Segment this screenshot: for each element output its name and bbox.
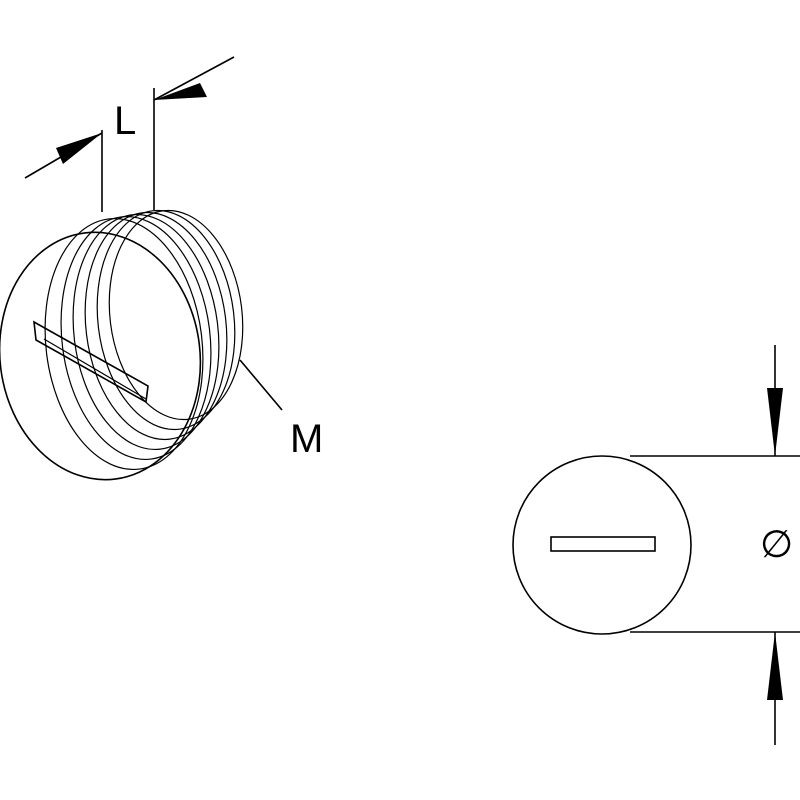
plug-slot <box>33 320 149 404</box>
plug-front-slot <box>550 536 656 552</box>
arrowhead-left <box>56 133 102 164</box>
length-label: L <box>114 99 136 143</box>
diameter-label: ∅ <box>760 522 793 566</box>
dimension-line-right <box>153 56 235 101</box>
arrowhead-bottom <box>767 632 783 700</box>
thread-rings <box>44 209 244 471</box>
dimension-diameter: ∅ <box>760 345 793 745</box>
plug-front-face <box>0 231 202 481</box>
plug-front-view: ∅ <box>512 345 800 745</box>
plug-slot-inner-edge <box>43 338 147 400</box>
thread-label: M <box>290 417 323 461</box>
dimension-thread: M <box>239 359 323 461</box>
plug-perspective-view: L M <box>0 56 323 481</box>
dimension-length: L <box>24 56 235 212</box>
thread-leader-line <box>239 359 283 411</box>
plug-front-circle <box>512 455 692 635</box>
arrowhead-right <box>154 83 207 100</box>
arrowhead-top <box>767 388 783 456</box>
